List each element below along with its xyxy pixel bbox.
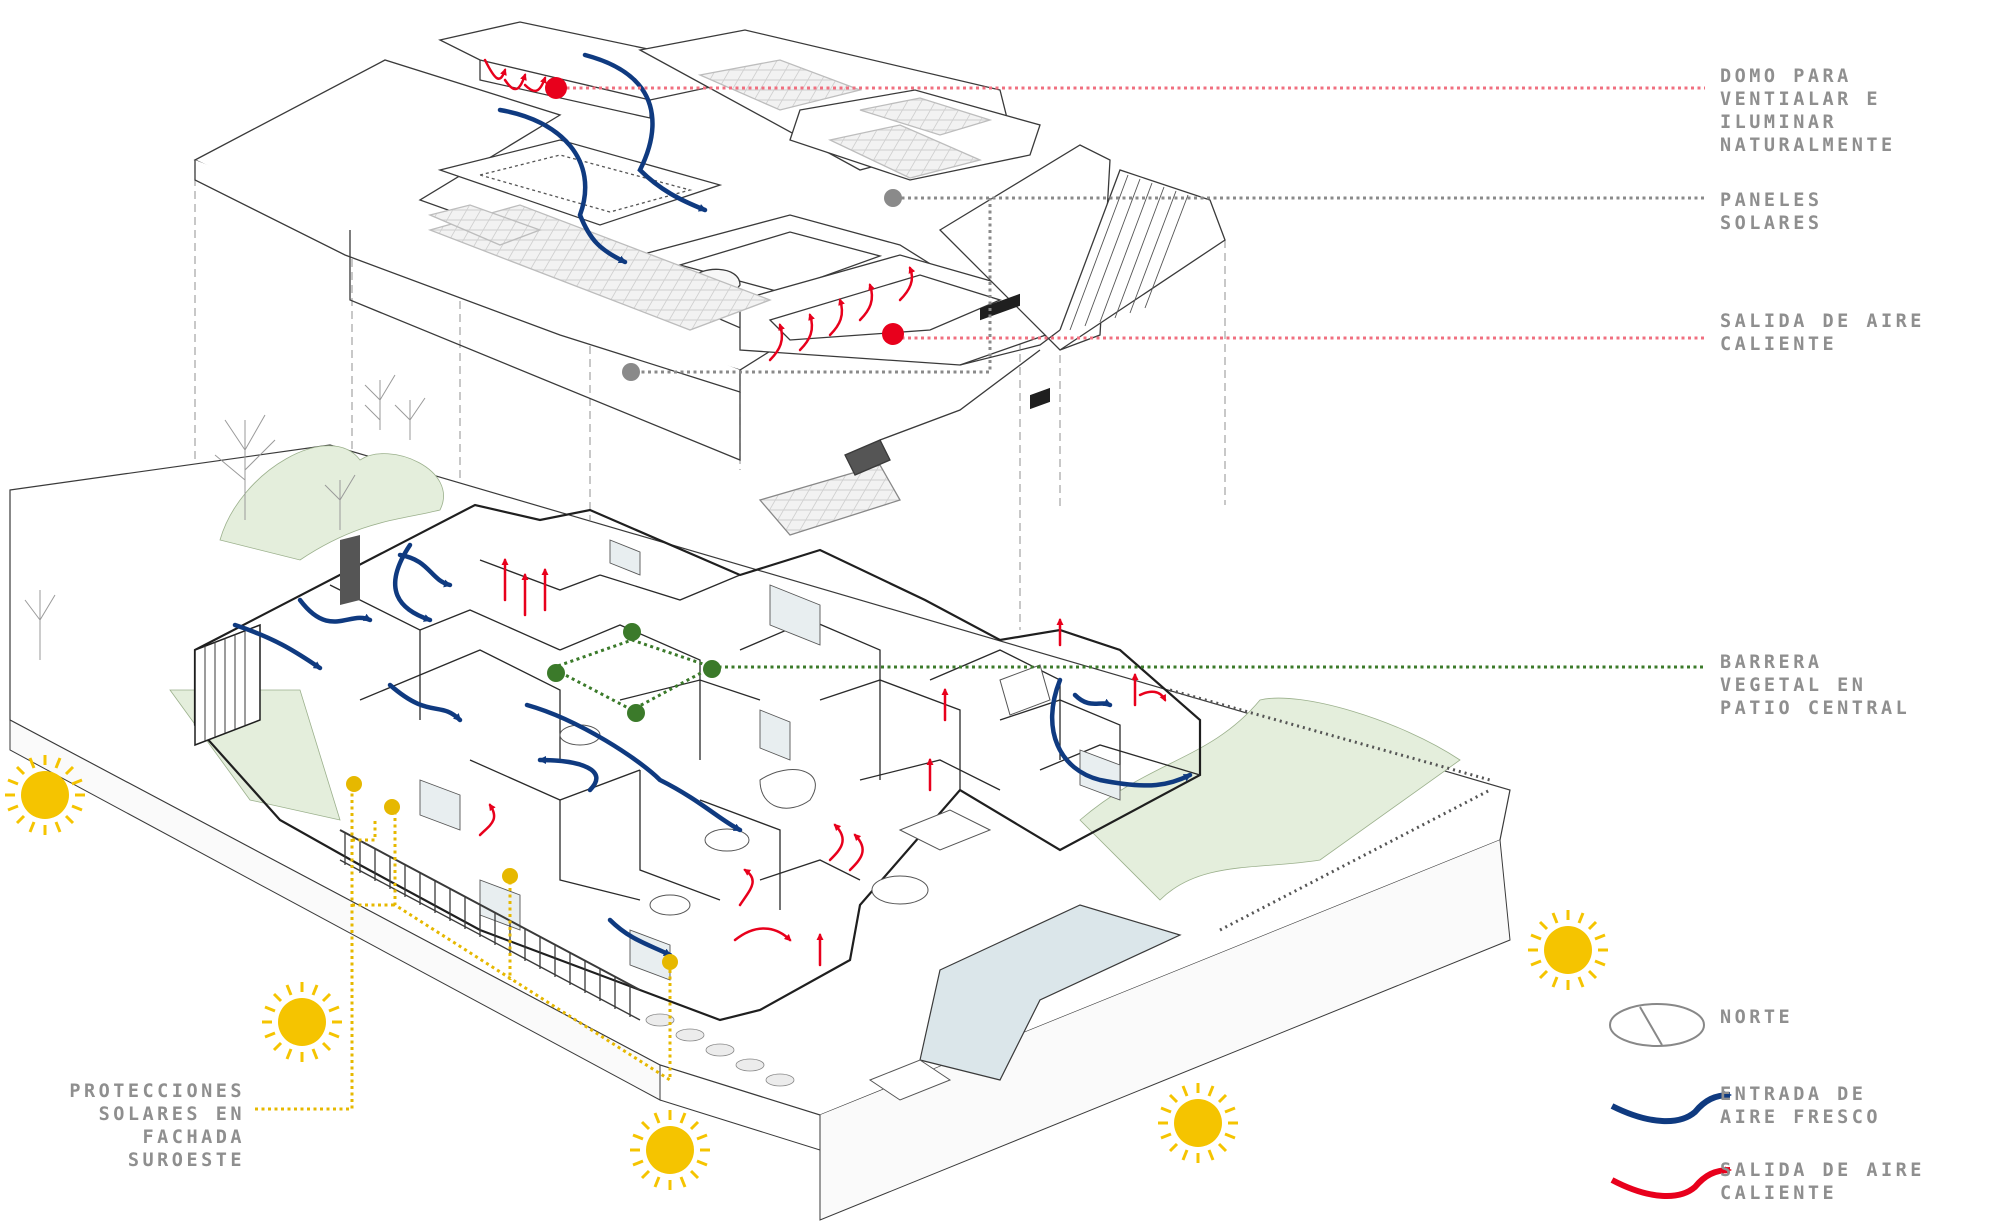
annotation-line: NATURALMENTE	[1720, 135, 1896, 156]
sun-icon	[1526, 908, 1610, 992]
ground-floor-plan	[9, 293, 1511, 1221]
red-airflow-arrow-icon	[1610, 1166, 1732, 1199]
annotation-line: CALIENTE	[1720, 334, 1838, 355]
annotation-line: ILUMINAR	[1720, 112, 1838, 133]
annotation-line: VEGETAL EN	[1720, 675, 1867, 696]
hot-air-flows	[478, 58, 1167, 967]
legend-line: CALIENTE	[1720, 1183, 1838, 1204]
sun-icon	[260, 980, 344, 1064]
legend-line: ENTRADA DE	[1720, 1084, 1867, 1105]
legend-label: NORTE	[1720, 1007, 1794, 1028]
sun-icon	[628, 1108, 712, 1192]
compass-icon	[1609, 1003, 1705, 1047]
annotation-line: PANELES	[1720, 190, 1823, 211]
blue-airflow-arrow-icon	[1610, 1091, 1732, 1124]
sun-icon	[1156, 1081, 1240, 1165]
annotation-line: PROTECCIONES	[69, 1081, 245, 1102]
roof-level	[193, 21, 1226, 640]
fresh-air-flows	[232, 52, 1193, 958]
annotation-line: FACHADA	[142, 1127, 245, 1148]
annotation-paneles: PANELES SOLARES	[1720, 189, 1822, 235]
annotation-line: VENTIALAR E	[1720, 89, 1882, 110]
annotation-domo: DOMO PARA VENTIALAR E ILUMINAR NATURALME…	[1720, 65, 1896, 157]
annotation-protecciones: PROTECCIONES SOLARES EN FACHADA SUROESTE	[69, 1080, 245, 1172]
annotation-line: SALIDA DE AIRE	[1720, 311, 1925, 332]
annotation-line: BARRERA	[1720, 652, 1823, 673]
annotation-line: SOLARES EN	[98, 1104, 245, 1125]
legend-line: AIRE FRESCO	[1720, 1107, 1882, 1128]
legend-norte: NORTE	[1720, 1006, 1793, 1029]
annotation-line: SUROESTE	[127, 1150, 245, 1171]
legend-line: SALIDA DE AIRE	[1720, 1160, 1925, 1181]
annotation-line: PATIO CENTRAL	[1720, 698, 1911, 719]
legend-salida: SALIDA DE AIRE CALIENTE	[1720, 1159, 1925, 1205]
annotation-line: DOMO PARA	[1720, 66, 1852, 87]
legend-entrada: ENTRADA DE AIRE FRESCO	[1720, 1083, 1881, 1129]
callout-dots	[346, 77, 904, 970]
annotation-line: SOLARES	[1720, 213, 1823, 234]
annotation-barrera: BARRERA VEGETAL EN PATIO CENTRAL	[1720, 651, 1910, 720]
annotation-salida-aire: SALIDA DE AIRE CALIENTE	[1720, 310, 1925, 356]
